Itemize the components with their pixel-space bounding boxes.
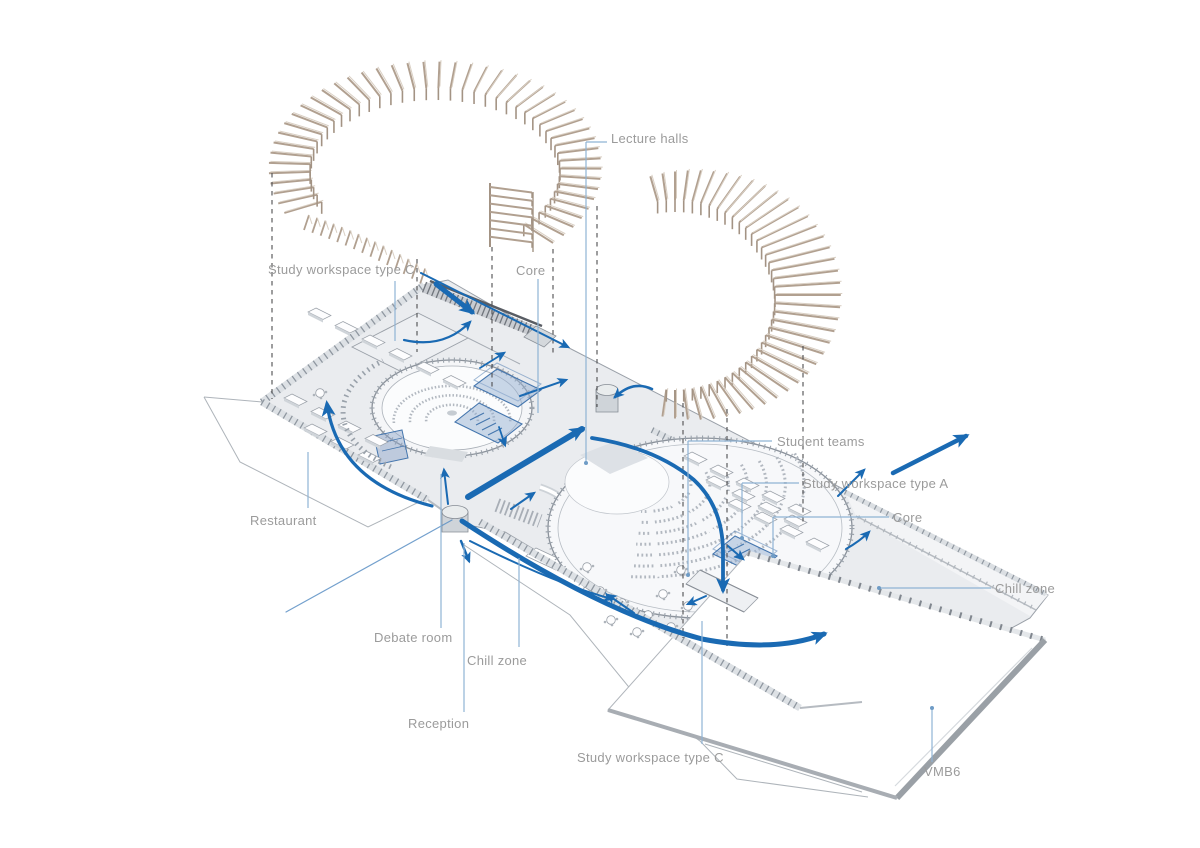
roof-fins-left-arc	[268, 60, 603, 284]
label-leader-lines	[307, 141, 991, 762]
label-reception: Reception	[408, 716, 470, 731]
label-lecture-halls: Lecture halls	[611, 131, 689, 146]
label-core-top: Core	[516, 263, 546, 278]
round-columns	[441, 384, 619, 533]
label-restaurant: Restaurant	[250, 513, 317, 528]
label-chill-zone-right: Chill zone	[995, 581, 1056, 596]
label-vmb6: VMB6	[924, 764, 961, 779]
label-study-workspace-type-c-bottom: Study workspace type C	[577, 750, 724, 765]
escalator	[421, 279, 557, 348]
roof-fins-right-arc	[649, 168, 843, 420]
label-debate-room: Debate room	[374, 630, 453, 645]
av-booth-blue	[373, 429, 409, 465]
label-chill-zone-bottom: Chill zone	[467, 653, 528, 668]
label-study-workspace-type-a: Study workspace type A	[803, 476, 949, 491]
circulation-arrows	[285, 272, 970, 648]
label-core-right: Core	[893, 510, 923, 525]
vmb6-slab	[607, 550, 1048, 801]
label-study-workspace-type-c-top: Study workspace type C	[268, 262, 415, 277]
study-desk-rows	[283, 307, 830, 553]
front-wall	[478, 518, 863, 712]
roof-fins-core-cluster	[489, 183, 534, 252]
dashed-projection-lines	[271, 173, 804, 646]
label-student-teams: Student teams	[777, 434, 865, 449]
